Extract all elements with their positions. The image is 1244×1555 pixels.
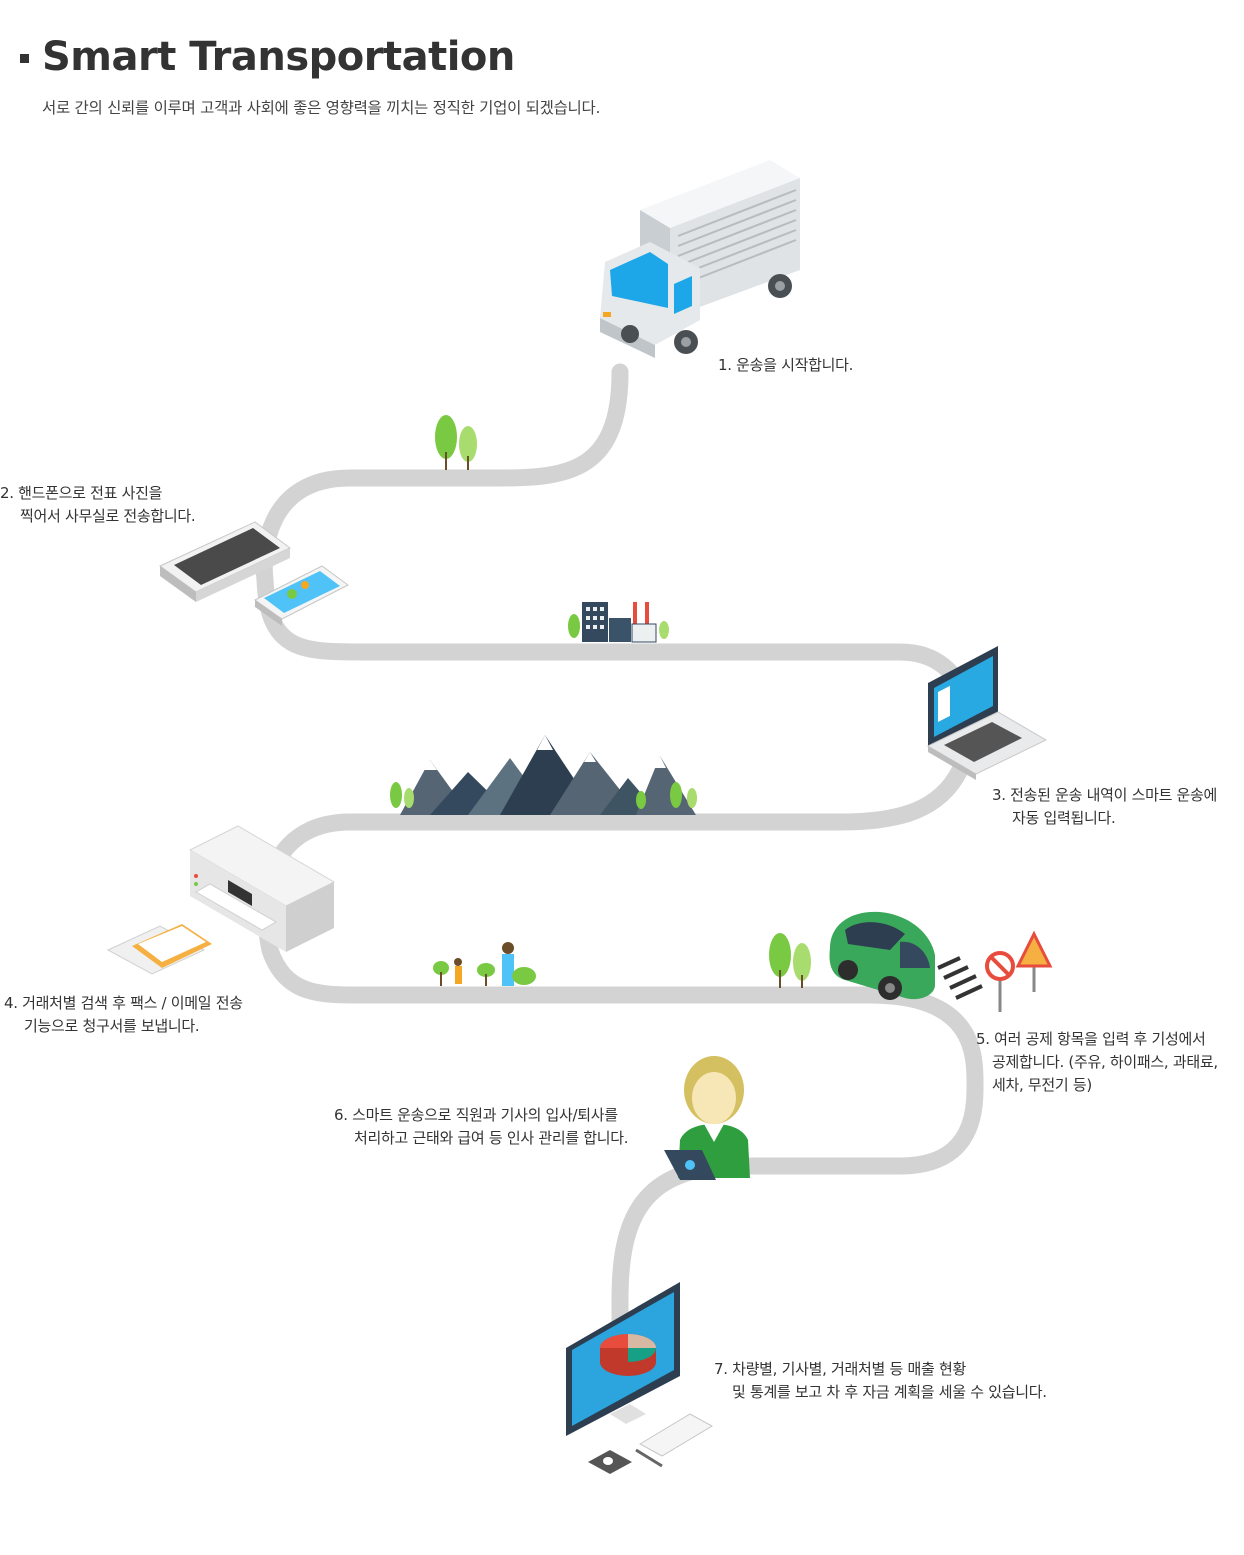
truck-icon — [600, 160, 800, 358]
city-buildings-icon — [568, 602, 669, 643]
fax-printer-icon — [188, 825, 336, 952]
step-3-label: 3. 전송된 운송 내역이 스마트 운송에 자동 입력됩니다. — [992, 786, 1218, 827]
step-1-label: 1. 운송을 시작합니다. — [718, 356, 854, 374]
desktop-monitor-icon — [566, 1282, 714, 1474]
road-signs-icon — [985, 930, 1053, 1012]
step-5-label: 5. 여러 공제 항목을 입력 후 기성에서 공제합니다. (주유, 하이패스,… — [976, 1030, 1218, 1094]
mountains-icon — [390, 735, 697, 815]
tree-icon — [769, 933, 811, 988]
crosswalk-icon — [937, 956, 983, 1000]
page-title: Smart Transportation — [42, 34, 515, 80]
page-subtitle: 서로 간의 신뢰를 이루며 고객과 사회에 좋은 영향력을 끼치는 정직한 기업… — [42, 99, 601, 117]
road-path — [255, 363, 984, 1329]
step-6-label: 6. 스마트 운송으로 직원과 기사의 입사/퇴사를 처리하고 근태와 급여 등… — [334, 1106, 629, 1147]
step-2-label: 2. 핸드폰으로 전표 사진을 찍어서 사무실로 전송합니다. — [0, 484, 196, 525]
step-7-label: 7. 차량별, 기사별, 거래처별 등 매출 현황 및 통계를 보고 차 후 자… — [714, 1360, 1047, 1401]
documents-icon — [106, 924, 212, 975]
tree-icon — [435, 415, 477, 470]
tablet-icon — [159, 521, 291, 602]
green-car-icon — [829, 911, 935, 1000]
employee-icon — [664, 1056, 750, 1180]
smartphone-icon — [254, 565, 349, 626]
title-bullet — [20, 54, 29, 63]
laptop-icon — [926, 646, 1048, 780]
park-icon — [433, 942, 536, 986]
step-4-label: 4. 거래처별 검색 후 팩스 / 이메일 전송 기능으로 청구서를 보냅니다. — [4, 994, 243, 1035]
